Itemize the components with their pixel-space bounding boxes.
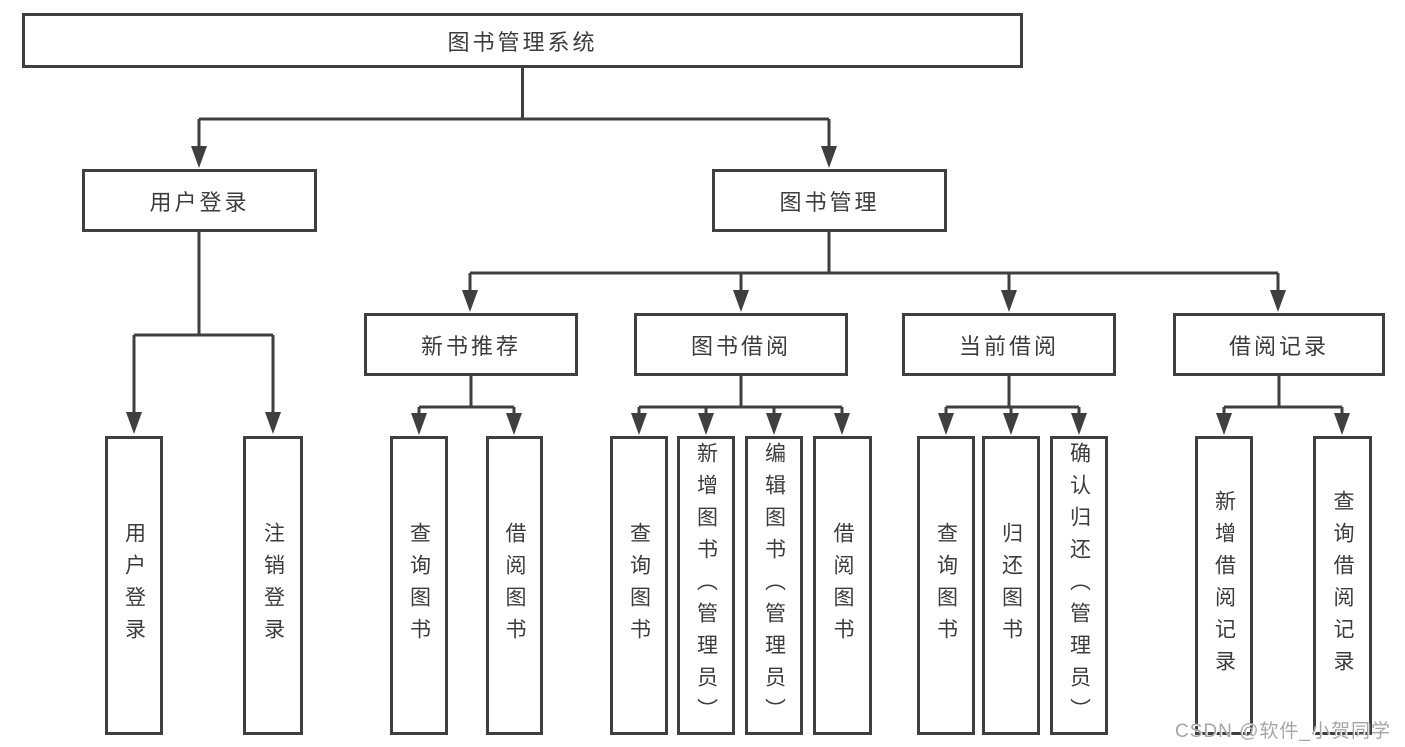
node-root-label: 图书管理系统 (447, 29, 598, 55)
node-book-borrow: 图书借阅 (634, 313, 848, 376)
leaf-edit-books-admin: 编辑图书（管理员） (745, 436, 803, 735)
leaf-borrow-books-label: 借阅图书 (831, 521, 854, 650)
leaf-edit-books-admin-label: 编辑图书（管理员） (762, 441, 786, 730)
leaf-logout-label: 注销登录 (261, 521, 285, 650)
node-borrow-records: 借阅记录 (1173, 313, 1385, 376)
edges-new-book-to-leaves (411, 376, 522, 435)
node-book-management: 图书管理 (712, 169, 947, 232)
leaf-user-login-label: 用户登录 (122, 521, 146, 650)
edges-user-login-to-leaves (126, 232, 281, 434)
node-current-borrow: 当前借阅 (902, 313, 1116, 376)
leaf-current-query-books: 查询图书 (917, 436, 975, 735)
leaf-newbook-borrow-books-label: 借阅图书 (503, 521, 526, 650)
leaf-newbook-query-books-label: 查询图书 (407, 521, 431, 650)
leaf-return-books-label: 归还图书 (999, 521, 1023, 650)
leaf-borrow-query-books-label: 查询图书 (627, 521, 651, 650)
node-new-book-recommend-label: 新书推荐 (420, 333, 521, 359)
edges-root-to-level2 (191, 68, 837, 168)
leaf-add-borrow-record-label: 新增借阅记录 (1212, 489, 1236, 682)
leaf-current-query-books-label: 查询图书 (934, 521, 958, 650)
edges-book-mgmt-to-level3 (462, 232, 1286, 312)
node-new-book-recommend: 新书推荐 (364, 313, 578, 376)
leaf-query-borrow-record: 查询借阅记录 (1313, 436, 1372, 735)
leaf-add-books-admin-label: 新增图书（管理员） (694, 441, 718, 730)
leaf-return-books: 归还图书 (982, 436, 1040, 735)
node-root: 图书管理系统 (22, 13, 1023, 68)
csdn-watermark: CSDN @软件_小贺同学 (1175, 721, 1391, 742)
node-book-management-label: 图书管理 (779, 189, 880, 215)
leaf-newbook-query-books: 查询图书 (390, 436, 448, 735)
node-borrow-records-label: 借阅记录 (1228, 333, 1329, 359)
leaf-confirm-return-admin-label: 确认归还（管理员） (1067, 441, 1091, 730)
leaf-add-books-admin: 新增图书（管理员） (677, 436, 735, 735)
leaf-confirm-return-admin: 确认归还（管理员） (1050, 436, 1108, 735)
edges-borrow-records-to-leaves (1216, 376, 1350, 435)
edges-book-borrow-to-leaves (631, 376, 850, 435)
leaf-borrow-query-books: 查询图书 (610, 436, 668, 735)
leaf-logout: 注销登录 (243, 436, 303, 735)
leaf-borrow-books: 借阅图书 (813, 436, 872, 735)
node-current-borrow-label: 当前借阅 (958, 333, 1059, 359)
edges-current-borrow-to-leaves (938, 376, 1087, 435)
node-user-login-label: 用户登录 (149, 189, 250, 215)
node-book-borrow-label: 图书借阅 (690, 333, 791, 359)
leaf-query-borrow-record-label: 查询借阅记录 (1331, 489, 1354, 682)
leaf-user-login: 用户登录 (105, 436, 163, 735)
leaf-newbook-borrow-books: 借阅图书 (486, 436, 543, 735)
node-user-login: 用户登录 (82, 169, 317, 232)
leaf-add-borrow-record: 新增借阅记录 (1195, 436, 1253, 735)
